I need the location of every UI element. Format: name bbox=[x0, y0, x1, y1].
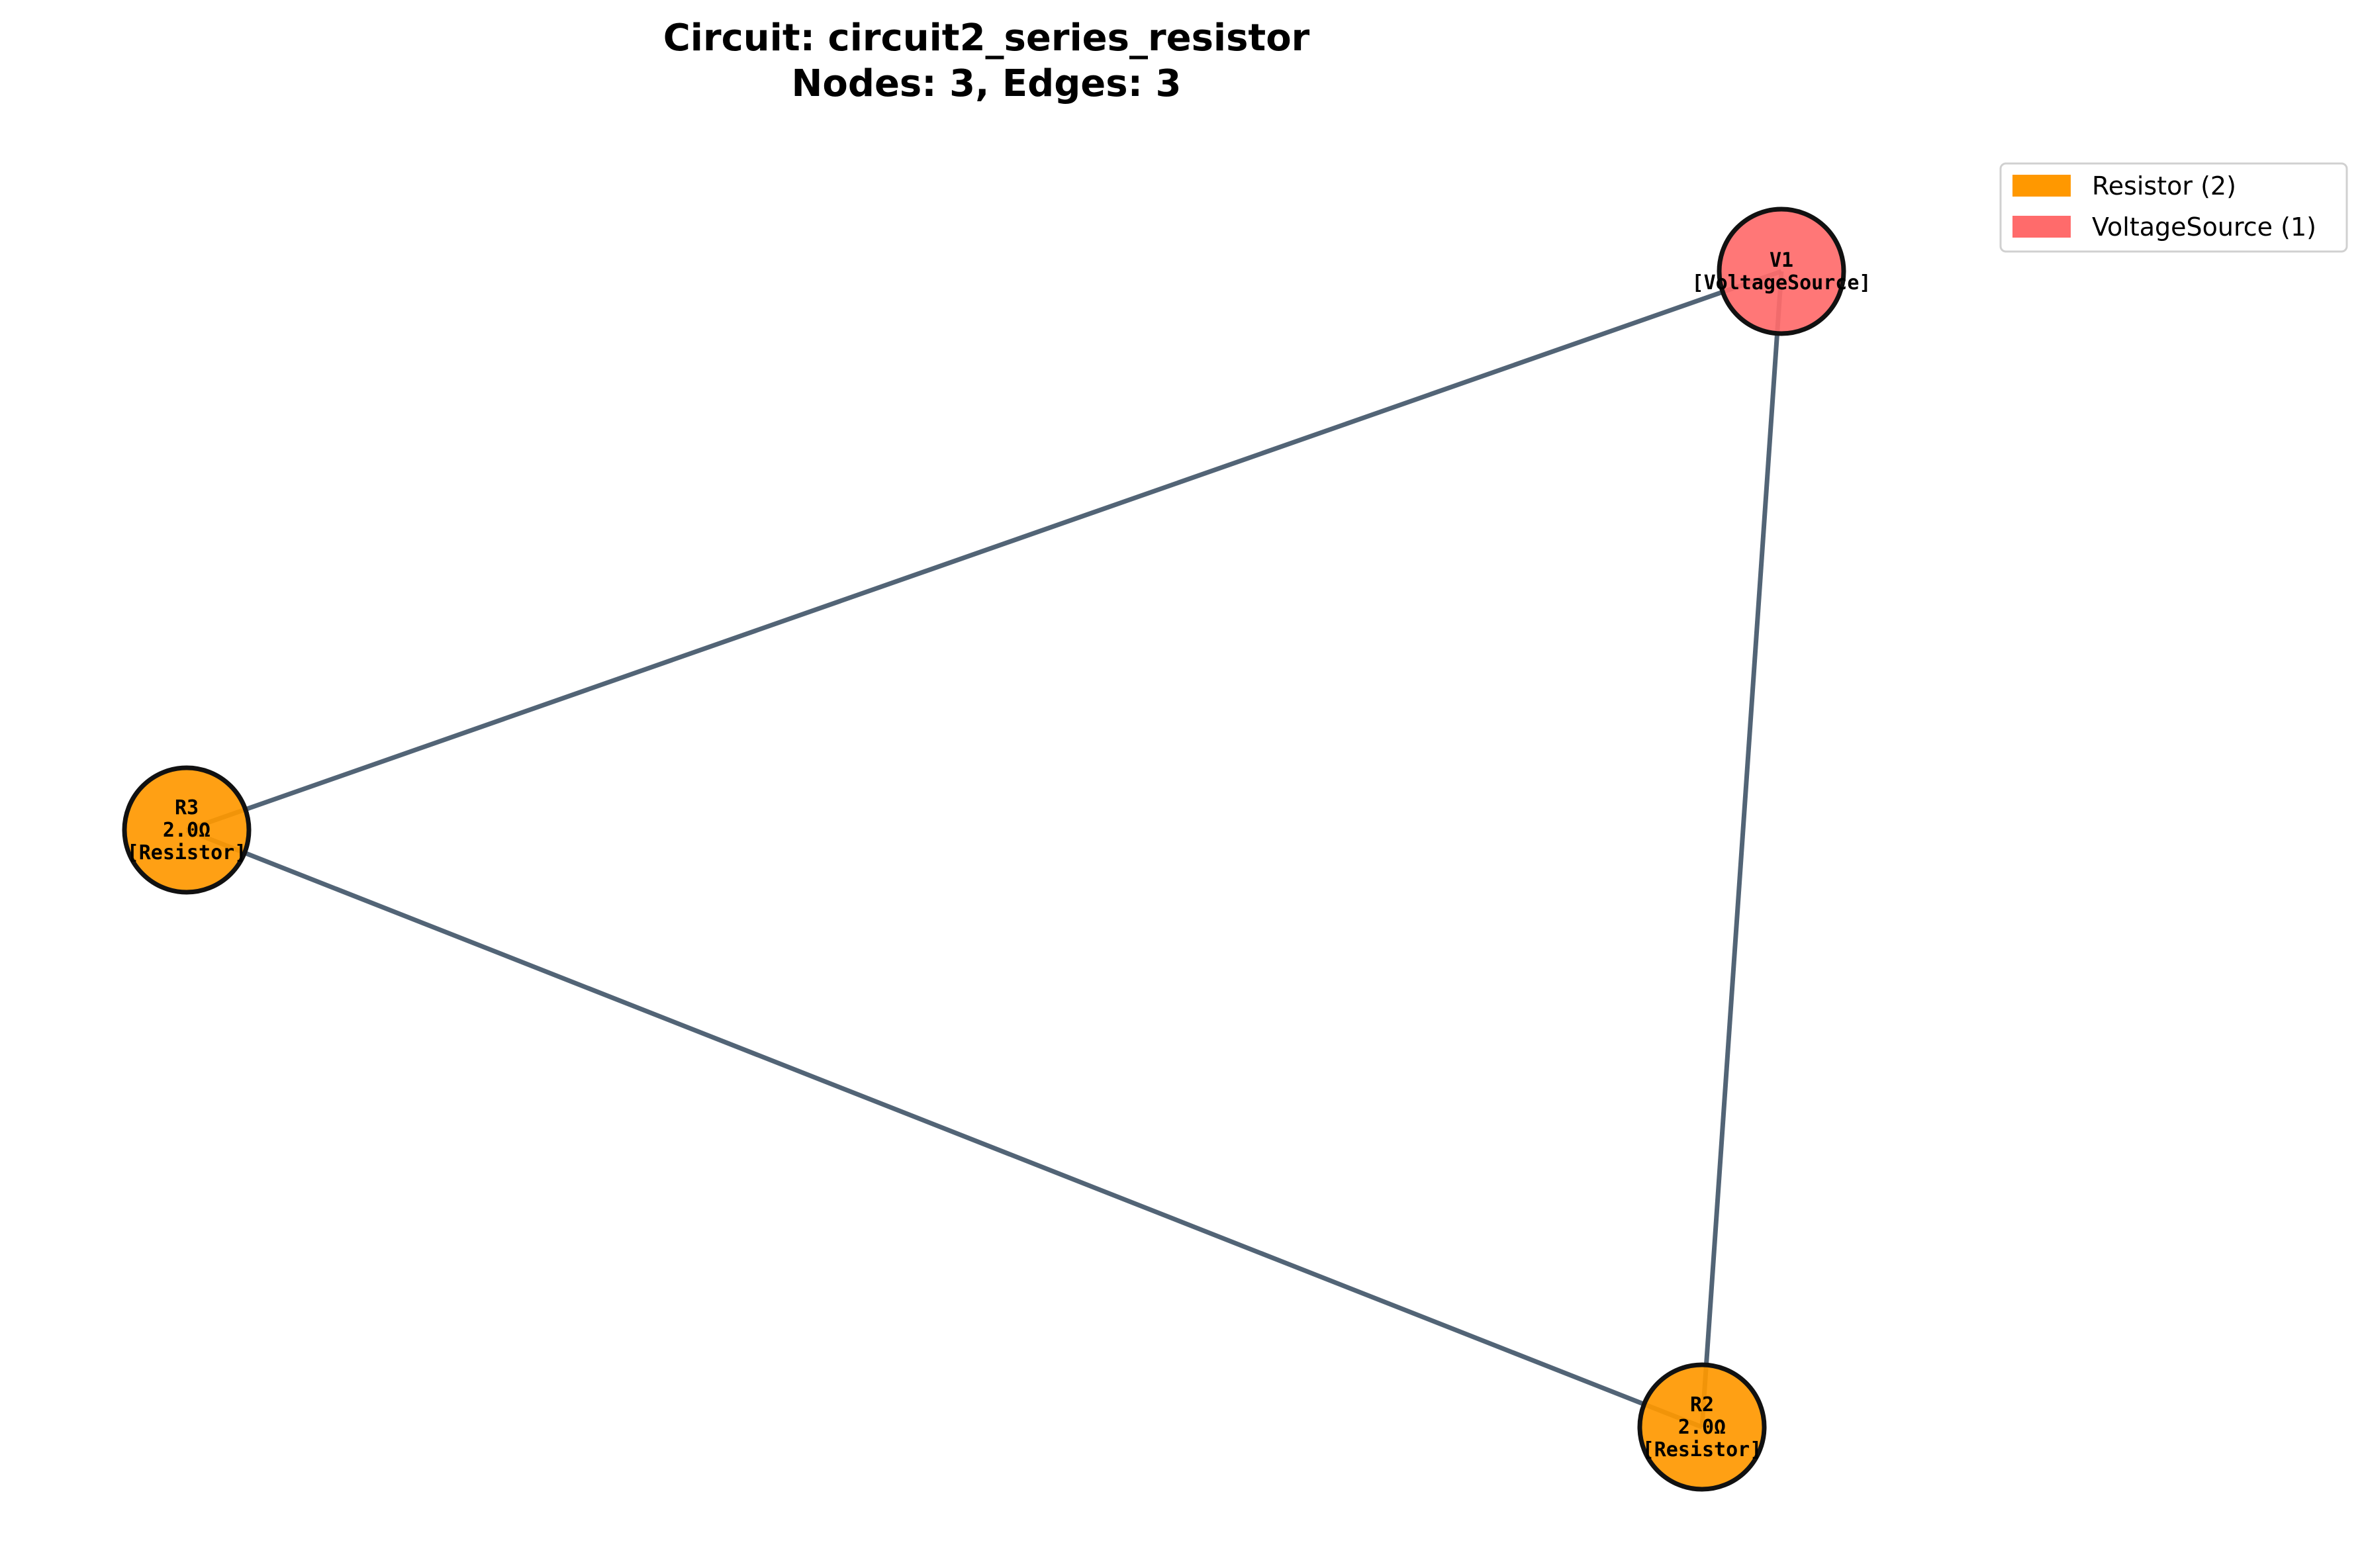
node-label-v1-line-0: V1 bbox=[1770, 249, 1793, 272]
node-label-r3-line-2: [Resistor] bbox=[127, 841, 247, 864]
edge-v1-r2 bbox=[1699, 271, 1784, 1428]
node-circle-r3 bbox=[122, 765, 252, 895]
title-line-1: Circuit: circuit2_series_resistor bbox=[663, 17, 1310, 60]
edges-layer bbox=[185, 269, 1784, 1430]
node-circle-r2 bbox=[1637, 1362, 1767, 1492]
node-label-r2-line-2: [Resistor] bbox=[1642, 1438, 1762, 1461]
node-label-v1-line-1: [VoltageSource] bbox=[1692, 271, 1871, 295]
edge-r3-r2 bbox=[185, 827, 1703, 1430]
legend-frame bbox=[1999, 162, 2348, 253]
node-v1: V1[VoltageSource] bbox=[1692, 207, 1871, 336]
legend: Resistor (2) VoltageSource (1) bbox=[1999, 162, 2348, 253]
legend-label-resistor: Resistor (2) bbox=[2092, 171, 2236, 201]
node-label-r3-line-0: R3 bbox=[175, 796, 199, 819]
legend-label-voltage-source: VoltageSource (1) bbox=[2092, 212, 2316, 242]
legend-swatch-voltage-source bbox=[2012, 216, 2071, 238]
node-label-r2-line-0: R2 bbox=[1690, 1393, 1714, 1416]
chart-title: Circuit: circuit2_series_resistor Nodes:… bbox=[663, 17, 1310, 105]
legend-swatch-resistor bbox=[2012, 175, 2071, 197]
node-r2: R22.0Ω[Resistor] bbox=[1637, 1362, 1767, 1492]
nodes-layer: V1[VoltageSource]R32.0Ω[Resistor]R22.0Ω[… bbox=[122, 207, 1871, 1492]
node-label-r2-line-1: 2.0Ω bbox=[1678, 1416, 1726, 1439]
node-circle-v1 bbox=[1717, 207, 1846, 336]
title-line-2: Nodes: 3, Edges: 3 bbox=[792, 62, 1182, 105]
node-label-r3-line-1: 2.0Ω bbox=[163, 819, 211, 842]
node-r3: R32.0Ω[Resistor] bbox=[122, 765, 252, 895]
edge-v1-r3 bbox=[185, 269, 1783, 833]
